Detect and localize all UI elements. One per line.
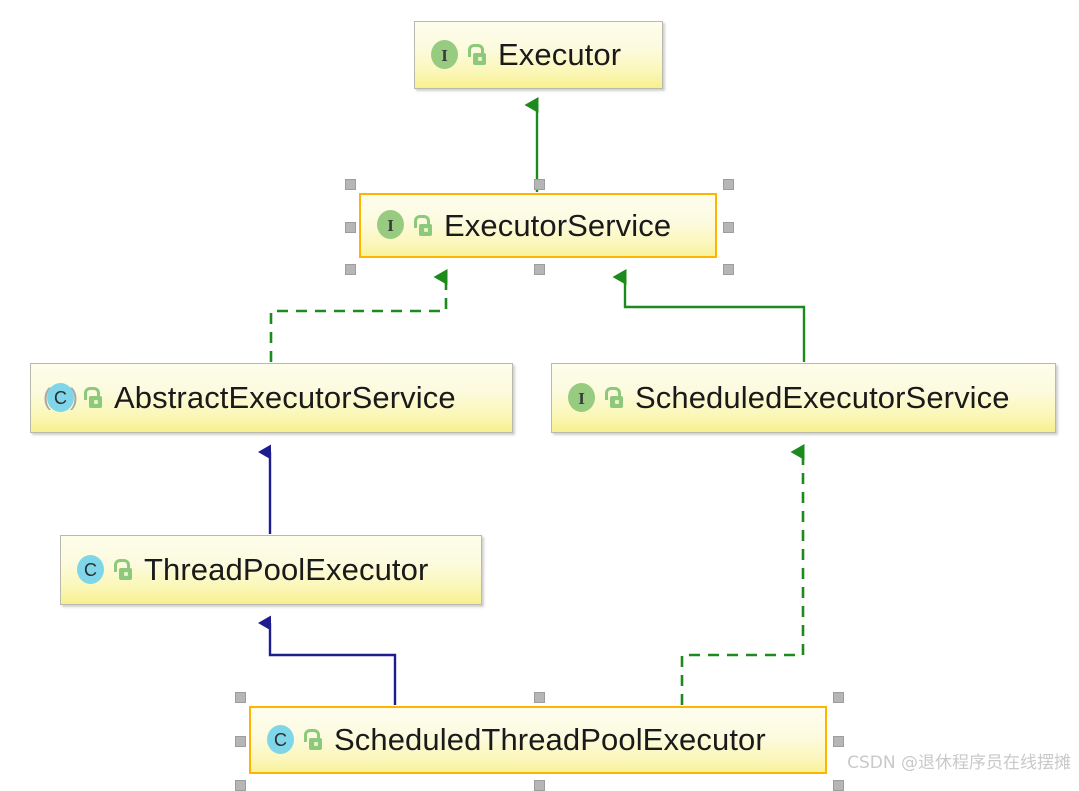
- open-padlock-icon: [467, 43, 487, 67]
- selection-handle[interactable]: [235, 692, 246, 703]
- badge-glyph: I: [387, 216, 394, 235]
- class-node-label: ExecutorService: [444, 207, 672, 243]
- open-padlock-icon: [604, 386, 624, 410]
- selection-handle[interactable]: [723, 179, 734, 190]
- edge-abstractexecutorservice-implements-executorservice: [269, 269, 448, 362]
- class-node-label: Executor: [498, 37, 622, 72]
- edge-scheduledthreadpoolexecutor-extends-threadpoolexecutor: [258, 615, 397, 705]
- edge-scheduledthreadpoolexecutor-implements-scheduledexecutorservice: [680, 444, 805, 705]
- selection-handle[interactable]: [833, 692, 844, 703]
- class-node-label: ScheduledExecutorService: [635, 380, 1010, 415]
- class-node-thread-pool-executor[interactable]: C ThreadPoolExecutor: [60, 535, 482, 605]
- selection-handle[interactable]: [534, 179, 545, 190]
- badge-glyph: I: [578, 388, 585, 408]
- interface-badge-icon: I: [566, 382, 597, 414]
- badge-glyph: C: [274, 730, 287, 750]
- class-node-label: AbstractExecutorService: [114, 380, 456, 415]
- selection-handle[interactable]: [235, 780, 246, 791]
- open-padlock-icon: [303, 728, 323, 752]
- abstract-class-badge-icon: (C): [43, 382, 78, 412]
- class-node-scheduled-executor-service[interactable]: I ScheduledExecutorService: [551, 363, 1056, 433]
- selection-handle[interactable]: [534, 692, 545, 703]
- interface-badge-icon: I: [375, 210, 406, 241]
- selection-handle[interactable]: [345, 221, 356, 233]
- class-node-label: ThreadPoolExecutor: [144, 552, 429, 587]
- badge-glyph: C: [84, 560, 97, 580]
- selection-handle[interactable]: [235, 736, 246, 747]
- open-padlock-icon: [83, 386, 103, 410]
- class-badge-icon: C: [75, 554, 106, 586]
- open-padlock-icon: [113, 558, 133, 582]
- edge-scheduledexecutorservice-extends-executorservice: [612, 269, 806, 362]
- selection-handle[interactable]: [534, 780, 545, 791]
- class-node-executor-service[interactable]: I ExecutorService: [359, 193, 717, 258]
- selection-handle[interactable]: [534, 264, 545, 275]
- badge-glyph: I: [441, 45, 448, 65]
- open-padlock-icon: [413, 214, 433, 238]
- selection-handle[interactable]: [833, 736, 844, 747]
- class-badge-icon: C: [265, 724, 296, 756]
- interface-badge-icon: I: [429, 39, 460, 71]
- watermark-label: CSDN @退休程序员在线摆摊: [847, 753, 1071, 773]
- class-node-label: ScheduledThreadPoolExecutor: [334, 722, 766, 757]
- selection-handle[interactable]: [345, 264, 356, 275]
- class-node-abstract-executor-service[interactable]: (C) AbstractExecutorService: [30, 363, 513, 433]
- selection-handle[interactable]: [345, 179, 356, 190]
- selection-handle[interactable]: [723, 221, 734, 233]
- class-node-executor[interactable]: I Executor: [414, 21, 663, 89]
- selection-handle[interactable]: [723, 264, 734, 275]
- badge-glyph: C: [54, 388, 67, 408]
- selection-handle[interactable]: [833, 780, 844, 791]
- class-node-scheduled-thread-pool-executor[interactable]: C ScheduledThreadPoolExecutor: [249, 706, 827, 774]
